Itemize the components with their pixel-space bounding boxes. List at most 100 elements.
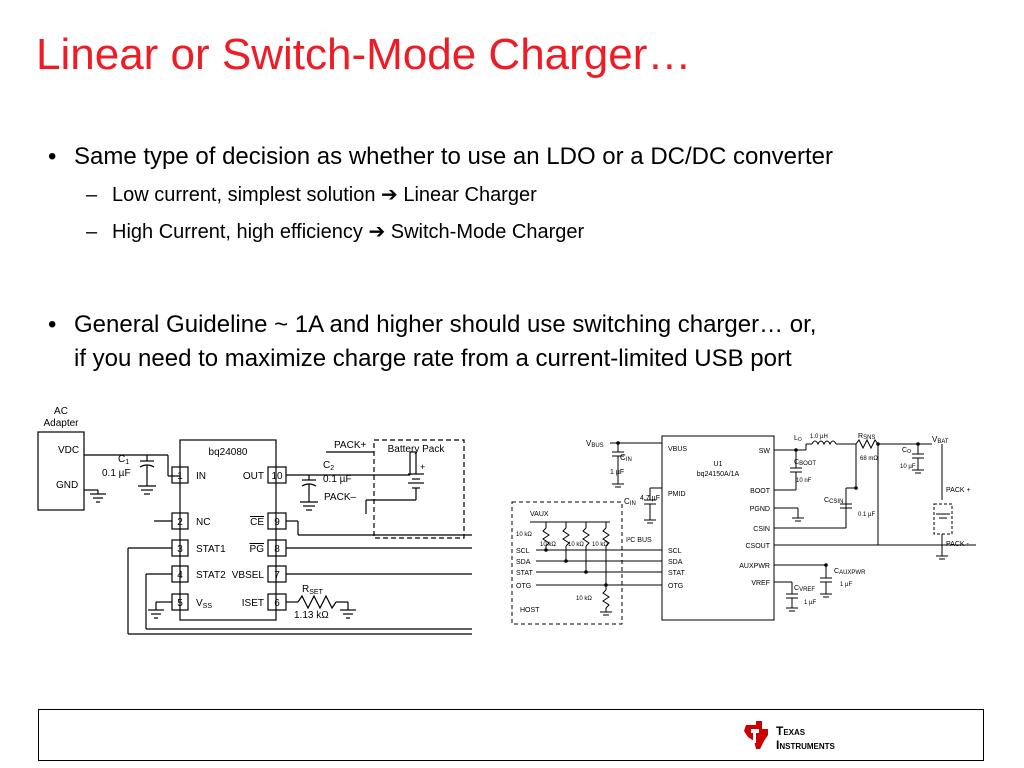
rset-value: 1.13 kΩ [294, 610, 329, 621]
ic-pin: PMID [668, 491, 686, 498]
vbus-name: V [586, 439, 592, 448]
c2-sub: 2 [330, 465, 334, 472]
subitem-1-left: Low current, simplest solution [112, 184, 376, 206]
svg-text:RSET: RSET [302, 584, 324, 596]
rset-resistor [297, 594, 337, 610]
ic-name: bq24080 [209, 447, 248, 458]
subitem-marker: – [86, 221, 98, 243]
pin-label: OUT [243, 471, 264, 482]
bullet-1-text: Same type of decision as whether to use … [74, 143, 834, 170]
bullet-2: • General Guideline ~ 1A and higher shou… [48, 308, 816, 376]
footer-bar [38, 709, 984, 761]
bullet-marker: • [48, 311, 57, 338]
ti-logo-icon: Texas Instruments [744, 721, 836, 752]
pin-num: 7 [274, 570, 280, 581]
cauxpwr-name: C [834, 568, 839, 575]
cauxpwr-sub: AUXPWR [839, 570, 866, 576]
co-sub: O [907, 449, 911, 455]
svg-text:RSNS: RSNS [858, 433, 875, 441]
rsns-value: 68 mΩ [860, 456, 878, 462]
pin-num: 3 [177, 544, 183, 555]
ccsin-name: C [824, 497, 829, 504]
host-signal: OTG [516, 583, 531, 590]
svg-text:CCSIN: CCSIN [824, 497, 843, 505]
ic-pin: VREF [751, 580, 770, 587]
pullup-label: 10 kΩ [592, 542, 608, 548]
switch-mode-charger-schematic: VBUS CIN 1 µF CIN 4.7 µF VAUX 10 kΩ 10 k… [506, 428, 976, 628]
ic-ref: U1 [714, 461, 723, 468]
host-signal: SCL [516, 548, 530, 555]
adapter-label-2: Adapter [43, 418, 79, 429]
svg-text:CBOOT: CBOOT [794, 459, 816, 467]
pin-num: 9 [274, 517, 280, 528]
i2c-label: I²C BUS [626, 537, 652, 544]
pin-label: CE [250, 517, 264, 528]
svg-text:LO: LO [794, 435, 802, 443]
cin-value: 1 µF [610, 469, 624, 476]
arrow-icon: ➔ [368, 221, 386, 243]
vaux-label: VAUX [530, 511, 549, 518]
rsns-sub: SNS [863, 435, 875, 441]
battery-pack-label: Battery Pack [388, 444, 446, 455]
pin-label: PG [250, 544, 265, 555]
co-name: C [902, 447, 907, 454]
cvref-name: C [794, 585, 799, 592]
bullet-2-line-2: if you need to maximize charge rate from… [74, 345, 792, 372]
pin-label: STAT1 [196, 544, 226, 555]
logo-line-2: Instruments [776, 738, 836, 752]
cauxpwr-value: 1 µF [840, 582, 852, 588]
bullet-1: • Same type of decision as whether to us… [48, 140, 834, 174]
pullup-label: 10 kΩ [516, 532, 532, 538]
ic-name: bq24150A/1A [697, 471, 740, 478]
ic-pin: CSOUT [746, 543, 771, 550]
pin-label: NC [196, 517, 210, 528]
host-label: HOST [520, 607, 540, 614]
svg-text:VBUS: VBUS [586, 439, 604, 449]
bullet-marker: • [48, 143, 57, 170]
ccsin-value: 0.1 µF [858, 512, 875, 518]
vbat-name: V [932, 435, 938, 444]
host-signal: STAT [516, 570, 534, 577]
c1-value: 0.1 µF [102, 468, 131, 479]
ccsin-sub: CSIN [829, 499, 843, 505]
c1-name: C [118, 454, 125, 465]
c1-sub: 1 [125, 459, 129, 466]
pin-label: VBSEL [232, 570, 265, 581]
otg-res-label: 10 kΩ [576, 596, 592, 602]
ic-pin: PGND [750, 506, 770, 513]
subitem-marker: – [86, 184, 98, 206]
host-box [511, 501, 623, 625]
pack-plus-label: PACK+ [334, 440, 366, 451]
pin-label: IN [196, 471, 206, 482]
c2-value: 0.1 µF [323, 474, 352, 485]
pack-plus-label: PACK + [946, 487, 971, 494]
pin-num: 5 [177, 598, 183, 609]
pin-num: 8 [274, 544, 280, 555]
pullup-label: 10 kΩ [568, 542, 584, 548]
gnd-label: GND [56, 480, 78, 491]
svg-text:C2: C2 [323, 460, 334, 472]
cvref-value: 1 µF [804, 600, 816, 606]
cin-mid-value: 4.7 µF [640, 495, 660, 502]
lo-value: 1.0 µH [810, 434, 828, 440]
subitem-1-right: Linear Charger [403, 184, 537, 206]
cin-mid-sub: IN [630, 501, 636, 507]
vbus-sub: BUS [591, 443, 603, 449]
ic-pin: CSIN [753, 526, 770, 533]
logo-line-1: Texas [776, 724, 806, 738]
rsns-resistor [855, 438, 879, 450]
rset-name: R [302, 584, 309, 595]
pullup-label: 10 kΩ [540, 542, 556, 548]
cvref-sub: VREF [799, 587, 815, 593]
subitem-2: – High Current, high efficiency ➔ Switch… [86, 219, 585, 245]
subitem-2-right: Switch-Mode Charger [390, 221, 585, 243]
pin-num: 4 [177, 570, 183, 581]
pin-label: V [196, 598, 203, 609]
bq24080-body [179, 439, 277, 621]
slide-title: Linear or Switch-Mode Charger… [36, 30, 692, 79]
rset-sub: SET [309, 589, 323, 596]
pin-num: 2 [177, 517, 183, 528]
vdc-label: VDC [58, 445, 79, 456]
battery-pack-box [373, 439, 465, 539]
cboot-name: C [794, 459, 799, 466]
